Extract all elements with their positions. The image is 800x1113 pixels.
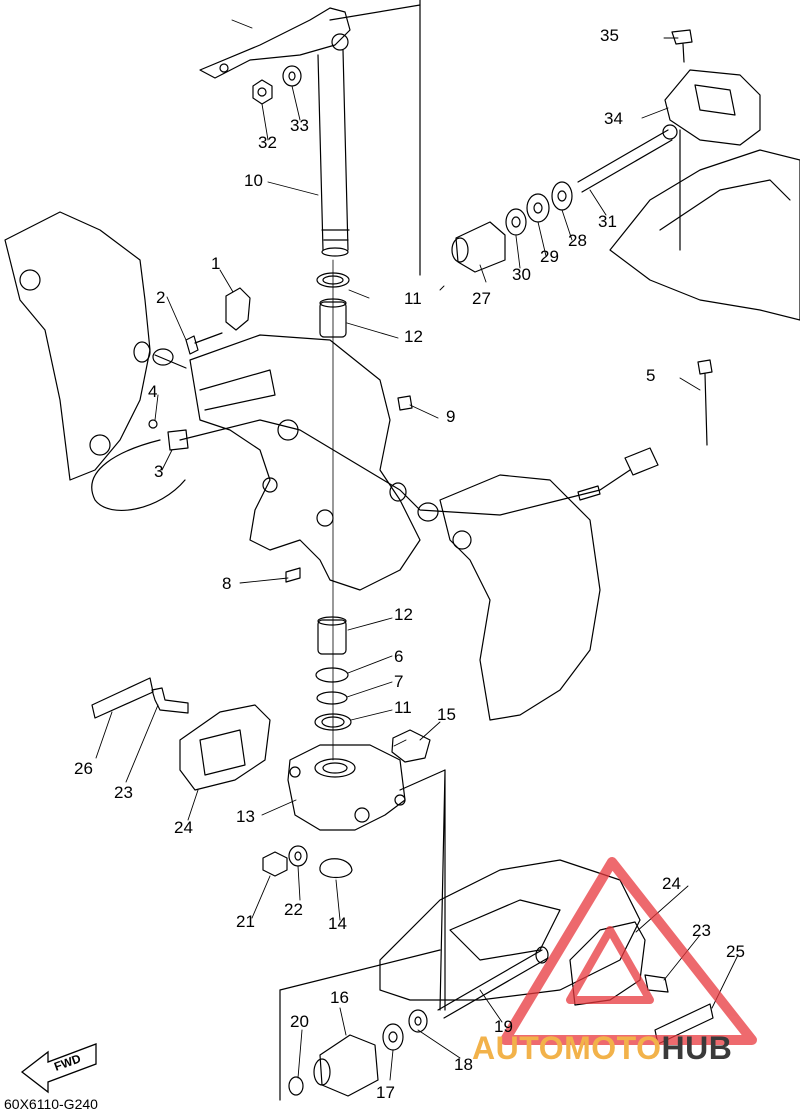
washer-33 [282,65,302,87]
callout-3: 3 [154,462,164,481]
callout-11-upper: 11 [404,289,422,308]
callout-9: 9 [446,407,456,426]
steering-arm [199,7,351,79]
wire-harness [91,419,631,516]
callout-20: 20 [290,1012,309,1031]
callout-14: 14 [328,914,347,933]
callout-27: 27 [472,289,491,308]
callout-29: 29 [540,247,559,266]
nut-32 [252,79,273,105]
callout-24-left: 24 [174,818,193,837]
clip-14 [319,858,353,879]
callout-30: 30 [512,265,531,284]
washer-18 [408,1009,428,1033]
washer-30 [505,208,527,236]
screw-4 [148,419,158,429]
bushing-12-lower [317,619,347,655]
callout-23-right: 23 [692,921,711,940]
watermark-part1: AUTOMOTO [472,1030,662,1066]
oring-6 [315,667,349,683]
bolt-19 [437,949,549,1019]
watermark-logo-text: AUTOMOTOHUB [472,1030,732,1067]
connector-plug [624,447,659,476]
washer-28 [551,181,573,211]
callout-28: 28 [568,231,587,250]
callout-16: 16 [330,988,349,1007]
callout-26: 26 [74,759,93,778]
callout-21: 21 [236,912,255,931]
swivel-bracket-body [189,334,421,591]
callout-10: 10 [244,171,263,190]
part-15 [391,729,431,763]
callout-11-lower: 11 [394,698,412,717]
bolt-23-right [644,974,669,993]
callout-18: 18 [454,1055,473,1074]
washer-7 [316,691,348,705]
callout-25: 25 [726,942,745,961]
cable-tie-5 [697,359,713,446]
bolt-2 [185,332,223,355]
diagram-code: 60X6110-G240 [4,1096,98,1112]
callout-24-right: 24 [662,874,681,893]
callout-12-lower: 12 [394,605,413,624]
mount-27 [455,221,506,273]
callout-7: 7 [394,672,404,691]
mount-34 [664,69,761,146]
callout-5: 5 [646,366,656,385]
plate-26 [91,677,154,719]
callout-33: 33 [290,116,309,135]
bolt-35 [671,29,693,63]
callout-13: 13 [236,807,255,826]
callout-19: 19 [494,1017,513,1036]
callout-8: 8 [222,574,232,593]
callout-6: 6 [394,647,404,666]
washer-20 [288,1076,304,1096]
callout-22: 22 [284,900,303,919]
grommet-9 [397,395,413,411]
callout-31: 31 [598,212,617,231]
callout-34: 34 [604,109,623,128]
lower-bracket-13 [287,744,406,831]
upper-housing [609,149,800,321]
bracket-casting-left [4,211,151,481]
callout-32: 32 [258,133,277,152]
callout-17: 17 [376,1083,395,1102]
callout-2: 2 [156,288,166,307]
steering-shaft [317,49,349,251]
watermark-part2: HUB [661,1030,733,1066]
bracket-casting-right [439,474,601,721]
bolt-23-left [151,687,189,714]
washer-17 [382,1023,404,1051]
sensor-3 [167,429,189,451]
watermark-logo-triangle [500,857,757,1045]
clamp-1 [225,287,251,331]
mount-bracket-24-left [179,704,271,791]
callout-35: 35 [600,26,619,45]
washer-29 [526,193,550,223]
bolt-31 [577,129,673,193]
callout-4: 4 [148,382,158,401]
callout-15: 15 [437,705,456,724]
fwd-arrow: FWD [20,1043,97,1094]
callout-1: 1 [211,254,221,273]
callout-23-left: 23 [114,783,133,802]
callout-12-upper: 12 [404,327,423,346]
washer-22 [288,845,308,867]
cap-21 [262,851,288,877]
lower-housing [379,859,641,1001]
mount-bracket-24-right [569,921,646,1006]
screw-8 [285,567,301,583]
